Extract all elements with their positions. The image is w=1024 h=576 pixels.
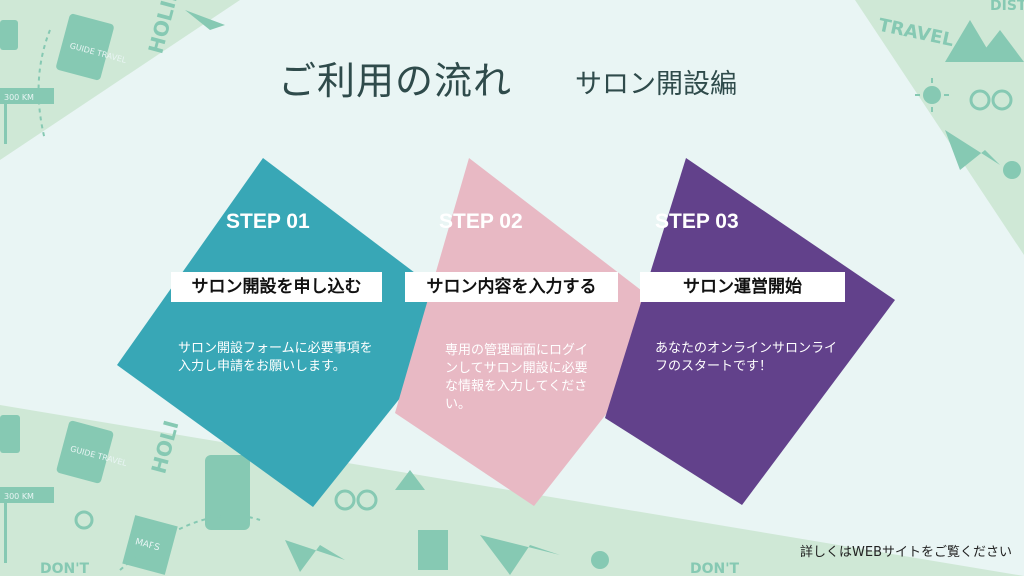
suitcase-icon xyxy=(0,415,20,453)
maps-icon xyxy=(122,515,178,575)
step-02-heading: サロン内容を入力する xyxy=(405,272,618,302)
step-02-description: 専用の管理画面にログインしてサロン開設に必要な情報を入力してください。 xyxy=(445,343,589,412)
sunglasses-icon xyxy=(969,89,1013,111)
drink-icon xyxy=(418,530,448,570)
mountain-icon xyxy=(945,20,995,62)
step-03-description: あなたのオンラインサロンライフのスタートです！ xyxy=(655,341,838,374)
signpost-icon xyxy=(4,104,7,144)
step-01-diamond xyxy=(117,158,468,507)
map-pin-icon xyxy=(74,510,94,530)
airplane-icon xyxy=(480,535,560,575)
dist-text: DIST xyxy=(990,0,1024,14)
footer-note: 詳しくはWEBサイトをご覧ください xyxy=(800,545,1012,560)
airplane-icon xyxy=(945,130,1000,170)
page-title: ご利用の流れ xyxy=(278,59,513,103)
guide-book-icon xyxy=(56,420,114,484)
airplane-icon xyxy=(185,10,225,30)
step-03-diamond xyxy=(605,158,895,505)
signpost-icon xyxy=(4,503,7,563)
guide-book-icon xyxy=(56,13,114,81)
sun-icon xyxy=(1003,161,1021,179)
step-03-label: STEP 03 xyxy=(655,210,739,233)
dont-text: DON'T xyxy=(690,561,740,576)
step-01-label: STEP 01 xyxy=(226,210,310,233)
sunglasses-icon xyxy=(334,489,378,511)
distance-sign-text: 300 KM xyxy=(4,93,34,102)
step-02-diamond xyxy=(395,158,680,506)
suitcase-icon xyxy=(0,20,18,50)
page-subtitle: サロン開設編 xyxy=(575,69,737,100)
dont-text: DON'T xyxy=(40,561,90,576)
suitcase-icon xyxy=(205,455,250,530)
step-03-heading: サロン運営開始 xyxy=(640,272,845,302)
airplane-icon xyxy=(285,540,345,572)
step-01-heading: サロン開設を申し込む xyxy=(171,272,382,302)
step-02-label: STEP 02 xyxy=(439,210,523,233)
step-01-description: サロン開設フォームに必要事項を入力し申請をお願いします。 xyxy=(178,341,373,374)
svg-text:300 KM: 300 KM xyxy=(4,492,34,501)
sun-icon xyxy=(923,86,941,104)
sun-icon xyxy=(591,551,609,569)
